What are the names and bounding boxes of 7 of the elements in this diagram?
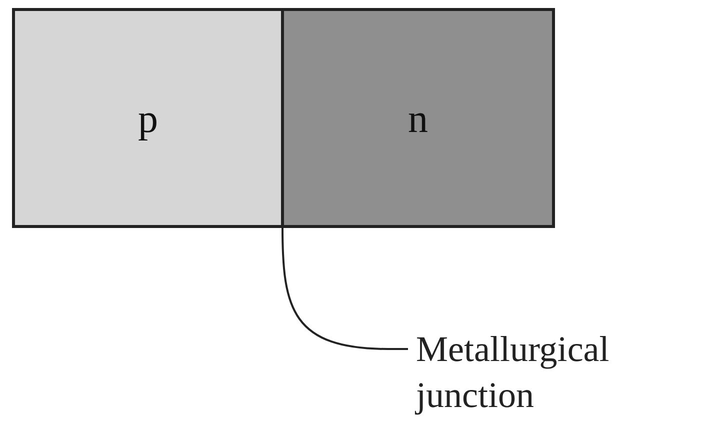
region-label: p [138,94,158,142]
junction-line [281,8,284,228]
leader-line [282,228,408,350]
semiconductor-region [281,8,555,228]
region-label: n [408,94,428,142]
semiconductor-region [12,8,284,228]
junction-label: Metallurgical junction [416,326,701,418]
